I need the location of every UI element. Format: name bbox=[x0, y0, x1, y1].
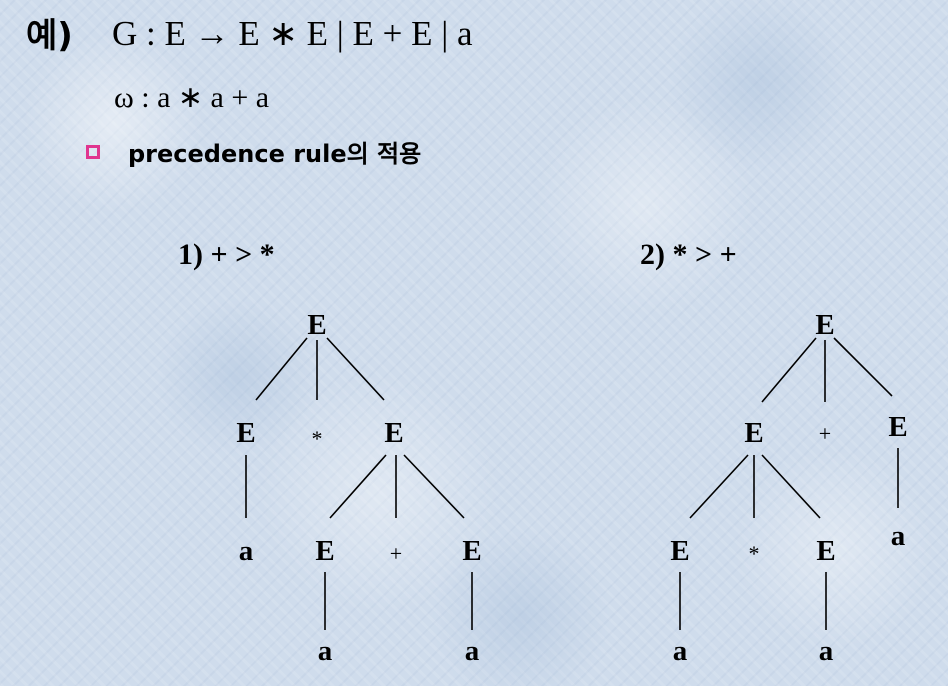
tree1-right-right-leaf: a bbox=[465, 635, 480, 667]
tree2-root: E bbox=[815, 309, 834, 341]
tree1-right-left-leaf: a bbox=[318, 635, 333, 667]
edge bbox=[761, 454, 821, 519]
tree1-left: E bbox=[236, 417, 255, 449]
case1-title: 1) + > * bbox=[178, 238, 275, 271]
tree2-right-leaf: a bbox=[891, 520, 906, 552]
tree2-op-star: * bbox=[749, 541, 760, 566]
tree1-op-star: * bbox=[312, 426, 323, 451]
parse-tree-2: E E + E E * E a a a bbox=[670, 309, 907, 667]
tree2-left-right-leaf: a bbox=[819, 635, 834, 667]
edge bbox=[255, 337, 308, 401]
tree2-op-plus: + bbox=[819, 421, 831, 446]
tree2-left: E bbox=[744, 417, 763, 449]
edge bbox=[326, 337, 385, 401]
bullet-text: precedence rule의 적용 bbox=[128, 140, 422, 168]
parse-tree-1: E E * E a E + E a a bbox=[236, 309, 481, 667]
edge bbox=[329, 454, 387, 519]
input-string: ω : a ∗ a + a bbox=[114, 81, 270, 114]
tree2-left-right: E bbox=[816, 535, 835, 567]
grammar-definition: G : E → E ∗ E | E + E | a bbox=[112, 14, 473, 53]
edge bbox=[689, 454, 749, 519]
edge bbox=[761, 337, 817, 403]
tree1-right-right: E bbox=[462, 535, 481, 567]
tree1-right-left: E bbox=[315, 535, 334, 567]
edge bbox=[403, 454, 465, 519]
tree1-right: E bbox=[384, 417, 403, 449]
tree1-root: E bbox=[307, 309, 326, 341]
tree2-right: E bbox=[888, 411, 907, 443]
tree1-op-plus: + bbox=[390, 541, 402, 566]
example-label: 예) bbox=[26, 16, 73, 56]
tree2-left-left-leaf: a bbox=[673, 635, 688, 667]
tree1-left-leaf: a bbox=[239, 535, 254, 567]
edge bbox=[833, 337, 893, 397]
case2-title: 2) * > + bbox=[640, 238, 737, 271]
tree2-left-left: E bbox=[670, 535, 689, 567]
bullet-square-icon bbox=[86, 145, 100, 159]
